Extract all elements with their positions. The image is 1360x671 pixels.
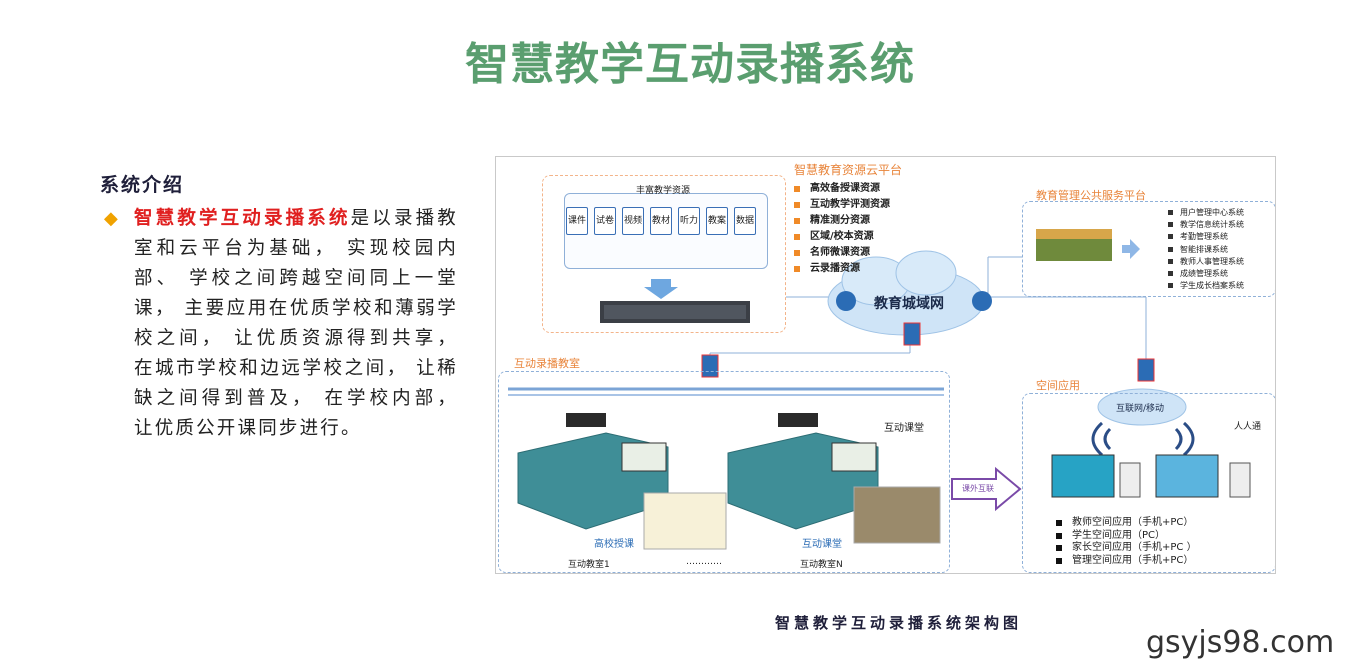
- classroom-box: [498, 371, 950, 573]
- mgmt-system-list: 用户管理中心系统 教学信息统计系统 考勤管理系统 智能排课系统 教师人事管理系统…: [1166, 207, 1244, 292]
- cloud-platform-title: 智慧教育资源云平台: [794, 163, 903, 177]
- renrentong-label: 人人通: [1234, 422, 1262, 432]
- internet-mobile-label: 互联网/移动: [1116, 404, 1165, 414]
- space-app-list: 教师空间应用（手机+PC） 学生空间应用（PC） 家长空间应用（手机+PC ） …: [1052, 517, 1197, 567]
- watermark: gsyjs98.com: [1146, 625, 1335, 660]
- mgmt-system-item: 教师人事管理系统: [1166, 256, 1244, 268]
- space-app-item: 管理空间应用（手机+PC）: [1052, 555, 1197, 568]
- cloud-resource-item: 云录播资源: [792, 261, 890, 277]
- mgmt-system-item: 教学信息统计系统: [1166, 219, 1244, 231]
- cloud-resource-item: 高效备授课资源: [792, 181, 890, 197]
- famous-school-label: 高校授课: [594, 539, 634, 550]
- diagram-lines: [508, 229, 1251, 550]
- rich-resources-title: 丰富教学资源: [636, 186, 691, 196]
- cloud-resource-item: 名师微课资源: [792, 245, 890, 261]
- mgmt-platform-box: [1022, 201, 1275, 297]
- ellipsis-label: …………: [686, 557, 722, 567]
- extracurricular-label: 课外互联: [962, 484, 994, 493]
- interactive-class-2-label: 互动课堂: [802, 539, 842, 550]
- intro-body: 是以录播教室和云平台为基础， 实现校园内部、 学校之间跨越空间同上一堂课， 主要…: [134, 208, 458, 439]
- mgmt-system-item: 学生成长档案系统: [1166, 280, 1244, 292]
- metro-network-label: 教育城域网: [874, 296, 944, 312]
- interactive-class-label: 互动课堂: [884, 423, 924, 434]
- architecture-diagram: 智慧教育资源云平台 丰富教学资源 课件 试卷 视频 教材 听力 教案 数据 高效…: [495, 156, 1276, 574]
- resource-cloud-box: [542, 175, 786, 333]
- intro-heading: 系统介绍: [100, 174, 185, 196]
- mgmt-system-item: 考勤管理系统: [1166, 231, 1244, 243]
- space-app-item: 教师空间应用（手机+PC）: [1052, 517, 1197, 530]
- cloud-resource-item: 区域/校本资源: [792, 229, 890, 245]
- space-app-item: 家长空间应用（手机+PC ）: [1052, 542, 1197, 555]
- intro-highlight: 智慧教学互动录播系统: [134, 208, 351, 229]
- cloud-resource-item: 精准测分资源: [792, 213, 890, 229]
- resource-chip: 教案: [706, 207, 728, 235]
- classroom-title: 互动录播教室: [514, 357, 580, 370]
- diagram-caption: 智慧教学互动录播系统架构图: [775, 614, 1023, 632]
- space-app-item: 学生空间应用（PC）: [1052, 530, 1197, 543]
- mgmt-platform-title: 教育管理公共服务平台: [1036, 189, 1146, 202]
- classroom-n-label: 互动教室N: [800, 560, 843, 570]
- mgmt-system-item: 智能排课系统: [1166, 244, 1244, 256]
- page-title: 智慧教学互动录播系统: [465, 39, 915, 90]
- intro-paragraph: ◆ 智慧教学互动录播系统是以录播教室和云平台为基础， 实现校园内部、 学校之间跨…: [104, 204, 458, 444]
- resource-chip: 教材: [650, 207, 672, 235]
- mgmt-system-item: 成绩管理系统: [1166, 268, 1244, 280]
- resource-chip: 课件: [566, 207, 588, 235]
- resource-chip: 试卷: [594, 207, 616, 235]
- cloud-resource-item: 互动教学评测资源: [792, 197, 890, 213]
- cloud-resource-list: 高效备授课资源 互动教学评测资源 精准测分资源 区域/校本资源 名师微课资源 云…: [792, 181, 890, 277]
- space-app-box: [1022, 393, 1275, 573]
- classroom-1-label: 互动教室1: [568, 560, 610, 570]
- resource-chip: 听力: [678, 207, 700, 235]
- mgmt-system-item: 用户管理中心系统: [1166, 207, 1244, 219]
- resource-chip: 数据: [734, 207, 756, 235]
- resource-chip: 视频: [622, 207, 644, 235]
- diamond-bullet-icon: ◆: [104, 208, 121, 229]
- space-app-title: 空间应用: [1036, 379, 1080, 392]
